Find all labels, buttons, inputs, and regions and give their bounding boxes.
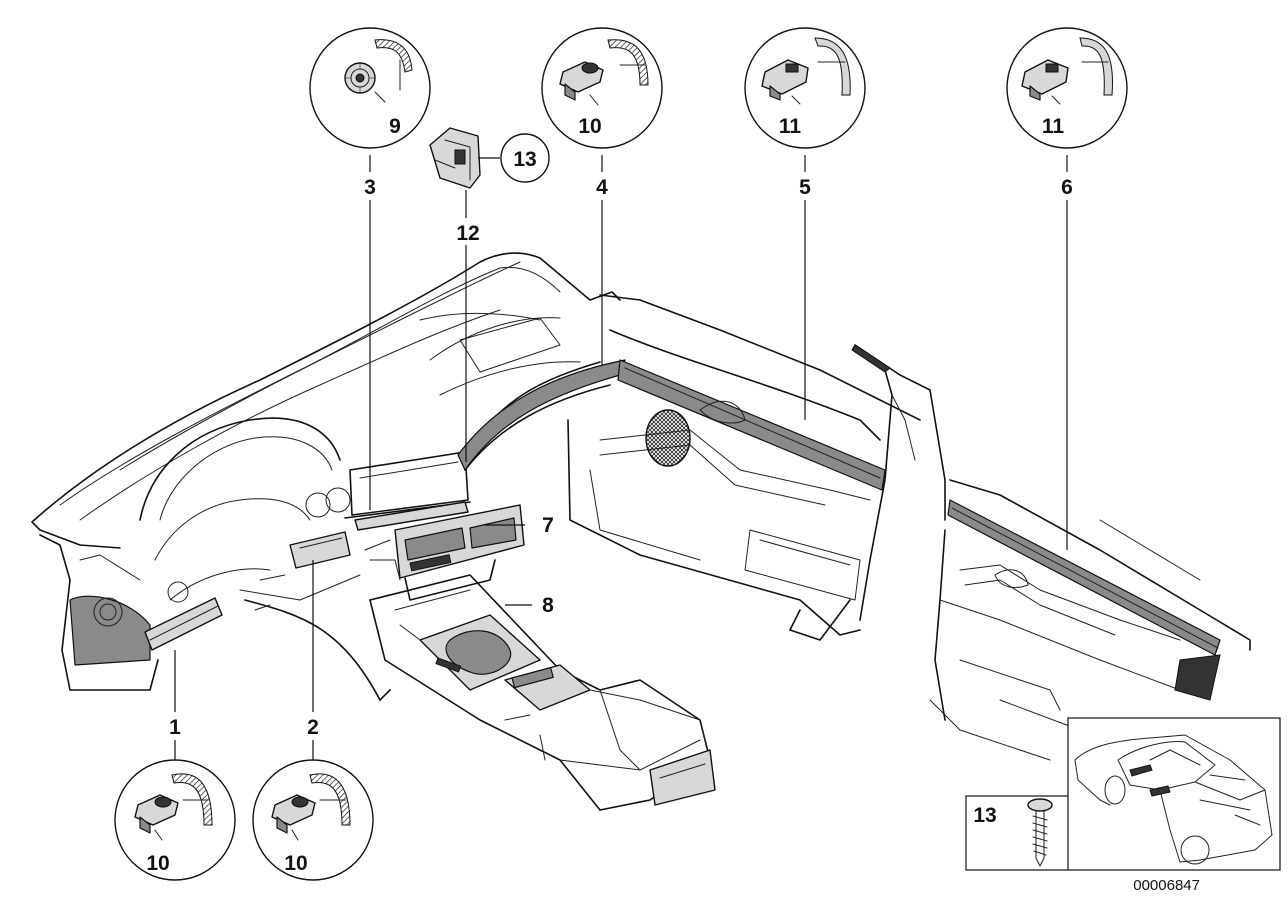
clip-icon (271, 794, 316, 834)
label-10-left: 10 (146, 852, 169, 875)
trim-section-icon (814, 37, 851, 96)
inset-car-box (1067, 717, 1281, 871)
detail-circle-11-rear: 11 (1006, 27, 1128, 149)
inset-screw-box: 13 (965, 795, 1071, 871)
clip-icon (1021, 59, 1069, 101)
label-3: 3 (364, 176, 376, 199)
label-13-box: 13 (973, 804, 996, 827)
label-5: 5 (799, 176, 811, 199)
reference-number: 00006847 (1133, 877, 1200, 894)
label-8: 8 (542, 594, 554, 617)
detail-circle-10-top: 10 (541, 27, 663, 149)
screw-icon (1027, 798, 1053, 867)
center-stack (364, 504, 525, 601)
clip-icon (559, 61, 604, 101)
label-9: 9 (389, 115, 401, 138)
label-2: 2 (307, 716, 319, 739)
label-10-top: 10 (578, 115, 601, 138)
label-13-circle: 13 (513, 148, 536, 171)
dashboard (31, 252, 621, 701)
clip-icon (761, 59, 809, 101)
leader-lines (174, 155, 1068, 760)
label-11-front: 11 (779, 115, 802, 138)
label-6: 6 (1061, 176, 1073, 199)
rear-door (929, 479, 1251, 761)
grommet-icon (344, 62, 376, 94)
trim-section-icon (374, 39, 413, 73)
detail-circle-9: 9 (309, 27, 431, 149)
trim-section-icon (607, 39, 649, 86)
label-7: 7 (542, 514, 554, 537)
center-console (369, 574, 716, 811)
car-silhouette-icon (1074, 734, 1273, 865)
front-door (457, 294, 946, 641)
callout-labels: 3 4 5 6 12 7 8 1 2 (169, 176, 1073, 739)
detail-circle-10-center: 10 (252, 759, 374, 881)
clip-icon (134, 794, 179, 834)
detail-circle-10-left: 10 (114, 759, 236, 881)
label-4: 4 (596, 176, 608, 199)
label-12: 12 (456, 222, 479, 245)
label-1: 1 (169, 716, 181, 739)
trim-section-icon (1079, 37, 1114, 96)
detail-circle-11-front: 11 (744, 27, 866, 149)
trim-section-icon (309, 773, 351, 826)
label-11-rear: 11 (1042, 115, 1065, 138)
label-10-center: 10 (284, 852, 307, 875)
bracket-12: 13 (429, 127, 550, 189)
trim-section-icon (171, 773, 213, 826)
